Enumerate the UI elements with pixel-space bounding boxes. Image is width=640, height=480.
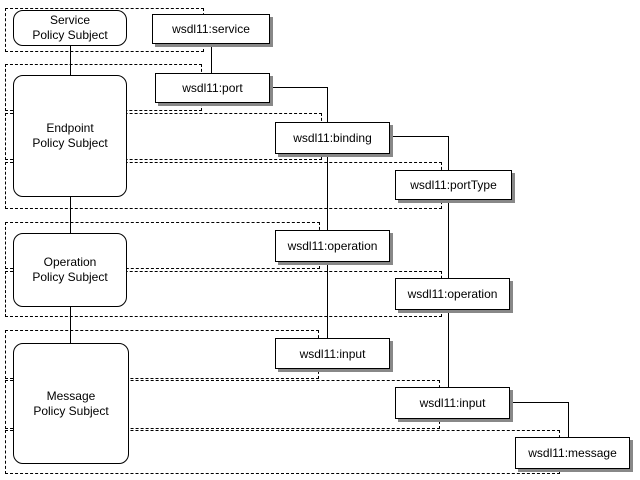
connector-service-endpoint-subject bbox=[70, 44, 71, 75]
wsdl-input-binding-label: wsdl11:input bbox=[299, 346, 366, 361]
connector-port-binding-vertical bbox=[327, 87, 328, 122]
wsdl-input-porttype-label: wsdl11:input bbox=[419, 396, 486, 410]
connector-endpoint-operation-subject bbox=[70, 195, 71, 233]
connector-binding-operation bbox=[327, 152, 328, 230]
wsdl-message-box: wsdl11:message bbox=[515, 437, 630, 469]
connector-input-message-horizontal bbox=[508, 402, 569, 403]
wsdl-porttype-label: wsdl11:portType bbox=[410, 178, 497, 192]
operation-policy-subject-label: Operation Policy Subject bbox=[32, 255, 108, 284]
endpoint-policy-subject-label: Endpoint Policy Subject bbox=[32, 121, 108, 150]
connector-operation-message-subject bbox=[70, 305, 71, 343]
wsdl-operation-binding-box: wsdl11:operation bbox=[275, 230, 390, 262]
connector-input-message-vertical bbox=[568, 402, 569, 437]
service-policy-subject-box: Service Policy Subject bbox=[13, 10, 127, 46]
operation-policy-subject-box: Operation Policy Subject bbox=[13, 233, 127, 307]
wsdl-operation-porttype-box: wsdl11:operation bbox=[395, 278, 510, 310]
connector-operation-input-porttype bbox=[448, 308, 449, 387]
connector-binding-porttype-horizontal bbox=[388, 136, 449, 137]
connector-operation-input bbox=[327, 260, 328, 338]
message-policy-subject-box: Message Policy Subject bbox=[13, 343, 129, 464]
connector-service-port bbox=[211, 42, 212, 73]
wsdl-input-porttype-box: wsdl11:input bbox=[395, 387, 510, 419]
wsdl-binding-label: wsdl11:binding bbox=[293, 131, 372, 145]
connector-port-binding-horizontal bbox=[268, 87, 328, 88]
wsdl-port-label: wsdl11:port bbox=[182, 81, 243, 95]
wsdl-service-box: wsdl11:service bbox=[152, 14, 270, 44]
wsdl-input-binding-box: wsdl11:input bbox=[275, 338, 390, 369]
endpoint-policy-subject-box: Endpoint Policy Subject bbox=[13, 75, 127, 197]
wsdl-porttype-box: wsdl11:portType bbox=[395, 170, 512, 200]
wsdl-message-label: wsdl11:message bbox=[528, 446, 617, 460]
wsdl-operation-porttype-label: wsdl11:operation bbox=[407, 287, 498, 301]
wsdl-binding-box: wsdl11:binding bbox=[275, 122, 390, 154]
service-policy-subject-label: Service Policy Subject bbox=[32, 13, 108, 42]
wsdl-service-label: wsdl11:service bbox=[172, 22, 250, 36]
connector-binding-porttype-vertical bbox=[448, 136, 449, 170]
connector-porttype-operation bbox=[448, 198, 449, 278]
wsdl-port-box: wsdl11:port bbox=[155, 73, 270, 103]
wsdl-operation-binding-label: wsdl11:operation bbox=[287, 239, 378, 253]
message-policy-subject-label: Message Policy Subject bbox=[33, 388, 109, 418]
